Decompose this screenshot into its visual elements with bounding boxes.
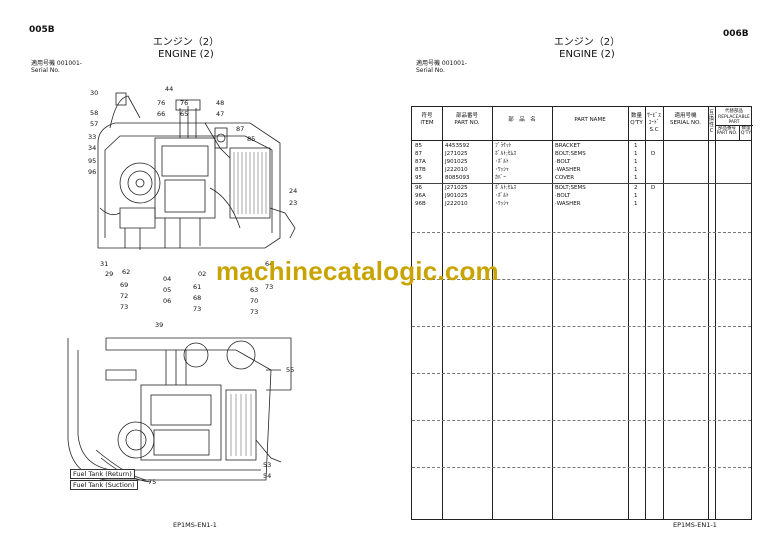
table-row: 96B J222010 ･ﾜｯｼｬ ·WASHER 1 bbox=[415, 201, 638, 207]
callout-87: 87 bbox=[236, 125, 245, 133]
left-page-code: 005B bbox=[29, 25, 55, 35]
callout-58: 58 bbox=[90, 109, 99, 117]
table-row: 96A J901025 ･ﾎﾞﾙﾄ ·BOLT 1 bbox=[415, 193, 638, 199]
callout-63: 63 bbox=[250, 286, 259, 294]
table-row: 87B J222010 ･ﾜｯｼｬ ·WASHER 1 bbox=[415, 167, 638, 173]
callout-69: 69 bbox=[120, 281, 129, 289]
callout-06: 06 bbox=[163, 297, 172, 305]
callout-64: 64 bbox=[265, 260, 274, 268]
callout-66: 66 bbox=[157, 110, 166, 118]
header-replaceable: 代替部品 REPLACEABLE PART bbox=[718, 109, 750, 125]
table-row: 96 J271025 ﾎﾞﾙﾄ;ｾﾑｽ BOLT;SEMS 2 D bbox=[415, 185, 656, 191]
table-row: 95 8085093 ｶﾊﾞｰ COVER 1 bbox=[415, 175, 638, 181]
callout-73b: 73 bbox=[193, 305, 202, 313]
callout-62: 62 bbox=[122, 268, 131, 276]
callout-54: 54 bbox=[263, 472, 272, 480]
callout-48: 48 bbox=[216, 99, 225, 107]
callout-33: 33 bbox=[88, 133, 97, 141]
engine-upper-illustration bbox=[97, 92, 296, 250]
callout-96: 96 bbox=[88, 168, 97, 176]
right-page-code: 006B bbox=[723, 29, 749, 39]
fuel-tank-return-label: Fuel Tank (Return) bbox=[70, 469, 135, 479]
callout-02: 02 bbox=[198, 270, 207, 278]
callout-34: 34 bbox=[88, 144, 97, 152]
callout-76a: 76 bbox=[157, 99, 166, 107]
right-footer: EP1MS-EN1-1 bbox=[673, 521, 717, 529]
callout-24: 24 bbox=[289, 187, 298, 195]
left-title-en: ENGINE (2) bbox=[158, 49, 214, 60]
callout-76b: 76 bbox=[180, 99, 189, 107]
callout-70: 70 bbox=[250, 297, 259, 305]
right-serial-en: Serial No. bbox=[416, 67, 445, 74]
left-serial-jp: 適用号機 001001- bbox=[31, 60, 82, 67]
left-footer: EP1MS-EN1-1 bbox=[173, 521, 217, 529]
header-name-en: PART NAME bbox=[574, 117, 606, 123]
callout-75: 75 bbox=[148, 478, 157, 486]
fuel-tank-suction-label: Fuel Tank (Suction) bbox=[70, 480, 138, 490]
callout-57: 57 bbox=[90, 120, 99, 128]
left-title-jp: エンジン（2） bbox=[152, 37, 220, 48]
right-serial-jp: 適用号機 001001- bbox=[416, 60, 467, 67]
callout-04: 04 bbox=[163, 275, 172, 283]
watermark-text: machinecatalogic.com bbox=[216, 256, 499, 286]
callout-31: 31 bbox=[100, 260, 109, 268]
table-row: 87 J271025 ﾎﾞﾙﾄ;ｾﾑｽ BOLT;SEMS 1 D bbox=[415, 151, 656, 157]
callout-73c: 73 bbox=[265, 283, 274, 291]
callout-72: 72 bbox=[120, 292, 129, 300]
callout-61: 61 bbox=[193, 283, 202, 291]
callout-85: 85 bbox=[247, 135, 256, 143]
callout-47: 47 bbox=[216, 110, 225, 118]
callout-23: 23 bbox=[289, 199, 298, 207]
callout-44: 44 bbox=[165, 85, 174, 93]
callout-73a: 73 bbox=[120, 303, 129, 311]
callout-65: 65 bbox=[180, 110, 189, 118]
header-name-jp: 部 品 名 bbox=[508, 117, 536, 123]
callout-39: 39 bbox=[155, 321, 164, 329]
callout-53: 53 bbox=[263, 461, 272, 469]
callout-05: 05 bbox=[163, 286, 172, 294]
right-title-jp: エンジン（2） bbox=[553, 37, 621, 48]
callout-73d: 73 bbox=[250, 308, 259, 316]
callout-68: 68 bbox=[193, 294, 202, 302]
table-row: 87A J901025 ･ﾎﾞﾙﾄ ·BOLT 1 bbox=[415, 159, 638, 165]
right-title-en: ENGINE (2) bbox=[559, 49, 615, 60]
callout-30: 30 bbox=[90, 89, 99, 97]
callout-95: 95 bbox=[88, 157, 97, 165]
callout-55: 55 bbox=[286, 366, 295, 374]
engine-lower-illustration bbox=[67, 337, 292, 483]
left-serial-en: Serial No. bbox=[31, 67, 60, 74]
table-row: 85 4453592 ﾌﾞﾗｹｯﾄ BRACKET 1 bbox=[415, 143, 638, 149]
callout-29: 29 bbox=[105, 270, 114, 278]
